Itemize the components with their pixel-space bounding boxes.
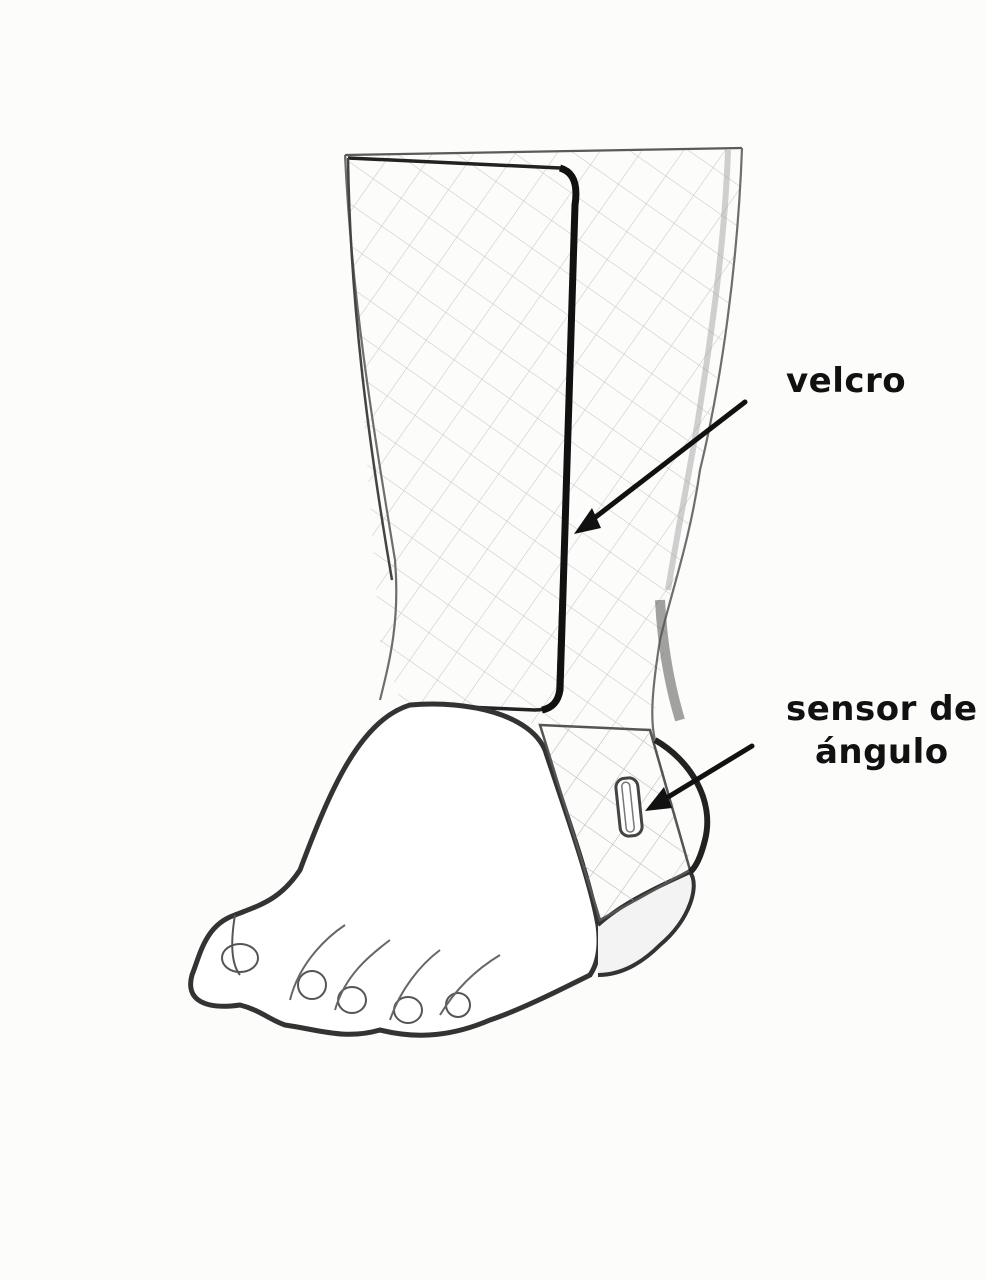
- foot-outline: [188, 701, 711, 1038]
- angle-sensor-label-line1: sensor de: [786, 689, 978, 729]
- brace-sleeve: [343, 146, 744, 920]
- angle-sensor-label-line2: ángulo: [814, 731, 949, 772]
- angle-sensor: [614, 776, 644, 838]
- velcro-strap: [346, 156, 580, 714]
- velcro-label: velcro: [786, 361, 907, 401]
- angle-sensor-label: sensor de ángulo: [786, 688, 978, 773]
- velcro-arrow: [574, 399, 748, 534]
- sensor-arrow: [645, 743, 755, 811]
